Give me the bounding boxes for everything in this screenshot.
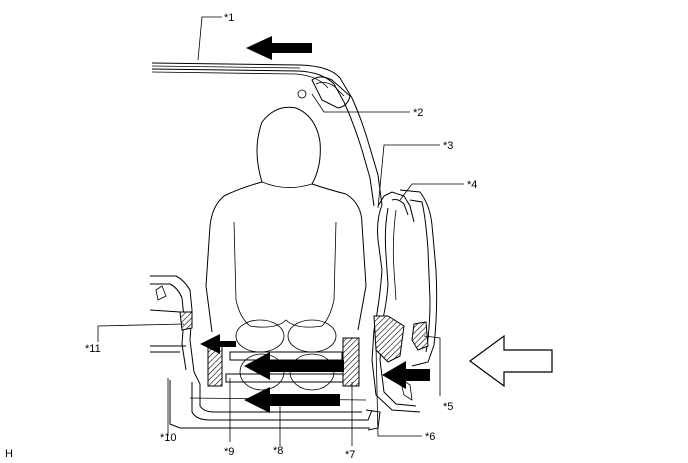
callout-8: *8: [273, 445, 283, 457]
occupant-silhouette: [205, 106, 367, 391]
arrow-seat-upper: [244, 352, 344, 380]
seat-side-hatch-right: [342, 337, 360, 387]
door-impact-parts: [373, 315, 429, 363]
callout-2: *2: [413, 107, 423, 119]
load-arrows: [200, 36, 430, 413]
arrow-roof: [246, 36, 312, 60]
callout-3: *3: [443, 140, 453, 152]
callout-labels: *1 *2 *3 *4 *5 *6 *7 *8 *9 *10 *11 H: [5, 12, 477, 461]
callout-10: *10: [160, 432, 177, 444]
callout-9: *9: [224, 446, 234, 458]
arrow-seat-lower: [244, 387, 340, 413]
callout-5: *5: [443, 401, 453, 413]
callout-1: *1: [224, 12, 234, 24]
arrow-tunnel: [200, 334, 236, 354]
arrow-door: [382, 361, 430, 389]
tunnel-hatch: [179, 311, 193, 331]
leader-lines: [97, 16, 464, 446]
callout-4: *4: [467, 179, 477, 191]
impact-direction-arrow: [468, 334, 553, 388]
callout-6: *6: [425, 431, 435, 443]
callout-11: *11: [85, 343, 101, 355]
center-tunnel: [149, 275, 201, 385]
callout-7: *7: [345, 449, 355, 461]
roof-panel: [151, 62, 353, 109]
corner-mark: H: [5, 448, 13, 460]
